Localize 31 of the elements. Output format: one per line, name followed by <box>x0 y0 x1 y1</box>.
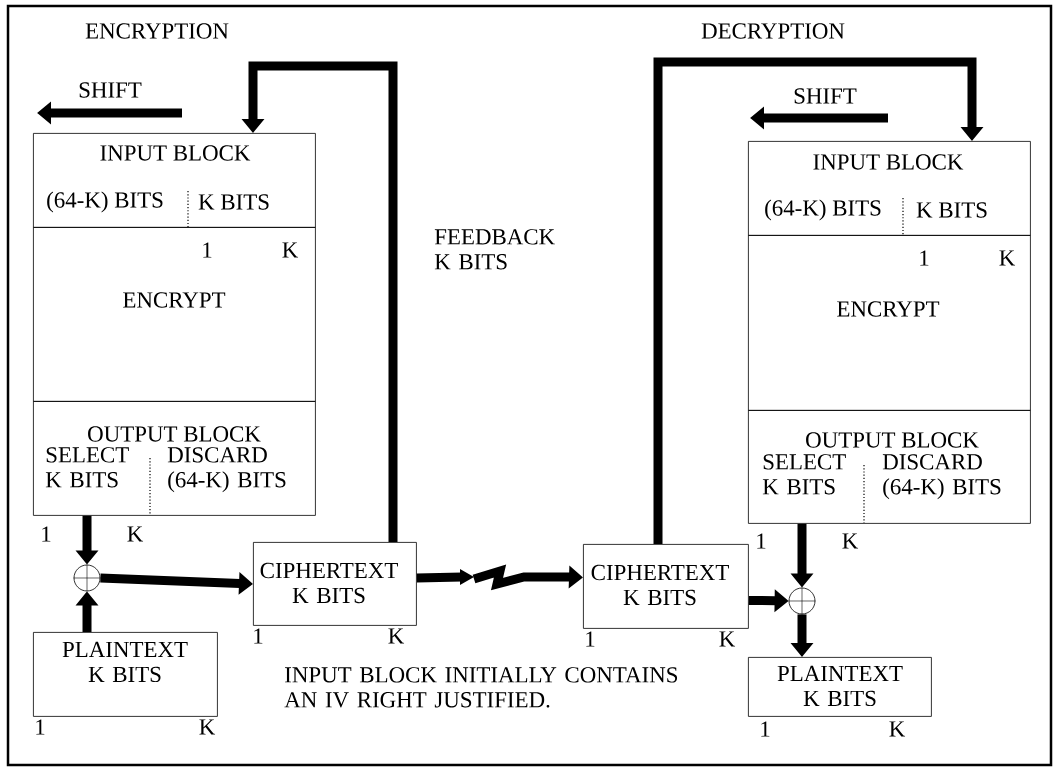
output-block-box: OUTPUT BLOCK SELECT K BITS DISCARD (64-K) BITS 1 K <box>748 410 1031 549</box>
input-block-box: INPUT BLOCK (64-K) BITS K BITS <box>33 133 316 228</box>
output-block-box: OUTPUT BLOCK SELECT K BITS DISCARD (64-K) BITS 1 K <box>33 401 316 542</box>
shift-label: SHIFT <box>79 82 142 98</box>
feedback-label: FEEDBACK K BITS <box>434 229 555 270</box>
plaintext-box: PLAINTEXT K BITS 1 K <box>33 632 218 735</box>
node-label: K <box>719 631 736 647</box>
plaintext-box: PLAINTEXT K BITS 1 K <box>748 657 932 737</box>
arrow <box>653 57 984 544</box>
note-text: INPUT BLOCK INITIALLY CONTAINS AN IV RIGHT JUSTIFIED. <box>284 667 678 708</box>
section-heading: ENCRYPTION <box>85 23 229 39</box>
xor-symbol <box>788 587 816 615</box>
encrypt-box: 1 K ENCRYPT <box>748 235 1031 411</box>
node-label: K <box>842 533 859 549</box>
ciphertext-box: CIPHERTEXT K BITS 1 K <box>253 542 417 644</box>
node-label: K <box>889 721 906 737</box>
encrypt-box: 1 K ENCRYPT <box>33 227 316 402</box>
shift-label: SHIFT <box>794 88 857 104</box>
node-label: 1 <box>36 719 45 735</box>
section-heading: DECRYPTION <box>701 23 845 39</box>
node-label: 1 <box>586 631 595 647</box>
input-block-box: INPUT BLOCK (64-K) BITS K BITS <box>748 141 1031 236</box>
node-label: 1 <box>761 721 770 737</box>
node-label: K <box>199 719 216 735</box>
node-label: K <box>388 628 405 644</box>
ciphertext-box: CIPHERTEXT K BITS 1 K <box>583 544 749 647</box>
xor-symbol <box>73 564 101 592</box>
node-label: K <box>127 526 144 542</box>
node-label: 1 <box>42 526 51 542</box>
node-label: 1 <box>757 533 766 549</box>
node-label: 1 <box>254 628 263 644</box>
